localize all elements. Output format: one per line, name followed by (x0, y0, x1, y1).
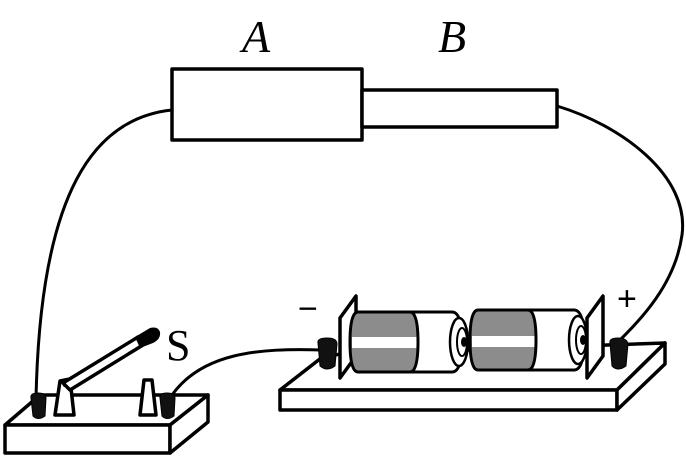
knife-switch[interactable] (3, 327, 210, 455)
battery-cell-1 (348, 310, 470, 374)
wire-a-to-switch (34, 108, 174, 402)
conductor-a (170, 67, 364, 142)
switch-left-terminal (30, 392, 47, 419)
battery-holder (278, 294, 667, 412)
battery-board-side (615, 341, 667, 412)
label-s: S (166, 321, 190, 370)
switch-contact-clip (138, 378, 158, 417)
switch-base-side (168, 393, 210, 455)
battery-negative-terminal (317, 337, 338, 370)
conductor-b (360, 88, 559, 129)
switch-blade[interactable] (61, 335, 145, 392)
label-positive: + (617, 280, 637, 318)
switch-base-front (3, 423, 172, 455)
battery-board-front (278, 388, 619, 412)
label-b: B (438, 11, 466, 62)
label-a: A (239, 11, 271, 62)
label-negative: − (298, 290, 318, 328)
battery-cell-2 (468, 308, 589, 372)
switch-handle[interactable] (135, 327, 161, 349)
wire-switch-to-battery-negative (168, 348, 324, 400)
battery-right-plate (585, 294, 605, 380)
battery-positive-terminal (609, 337, 629, 370)
switch-right-terminal (159, 392, 176, 419)
wire-b-to-battery-positive (555, 104, 685, 344)
